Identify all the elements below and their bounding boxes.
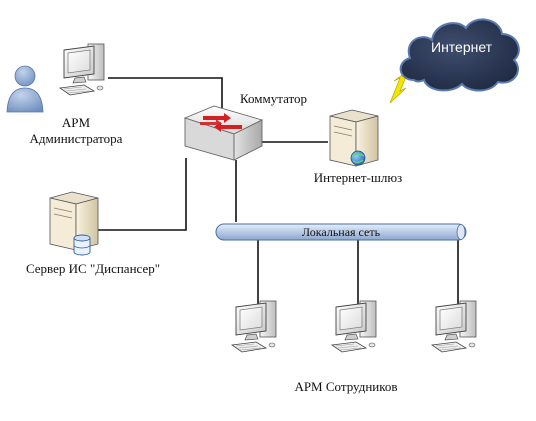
gateway-server-icon xyxy=(329,109,379,167)
gateway-label: Интернет-шлюз xyxy=(314,170,402,185)
lan-label: Локальная сеть xyxy=(302,225,381,239)
admin-label-line2: Администратора xyxy=(30,131,123,146)
workstation-icon xyxy=(59,43,105,96)
switch-label: Коммутатор xyxy=(240,91,307,106)
admin-label-line1: АРМ xyxy=(62,115,91,130)
user-icon xyxy=(6,65,44,113)
workstation-icon xyxy=(431,300,477,353)
workstation-icon xyxy=(231,300,277,353)
cloud-icon xyxy=(399,18,520,92)
network-switch-icon xyxy=(183,105,264,161)
connections xyxy=(98,77,459,305)
employees-label: АРМ Сотрудников xyxy=(294,379,397,394)
server-label: Сервер ИС "Диспансер" xyxy=(26,261,160,276)
database-server-icon xyxy=(49,191,99,256)
link-server-switch xyxy=(98,158,187,231)
internet-label: Интернет xyxy=(431,39,493,55)
link-admin-switch xyxy=(108,77,223,112)
workstation-icon xyxy=(331,300,377,353)
lan-bus xyxy=(215,223,467,241)
